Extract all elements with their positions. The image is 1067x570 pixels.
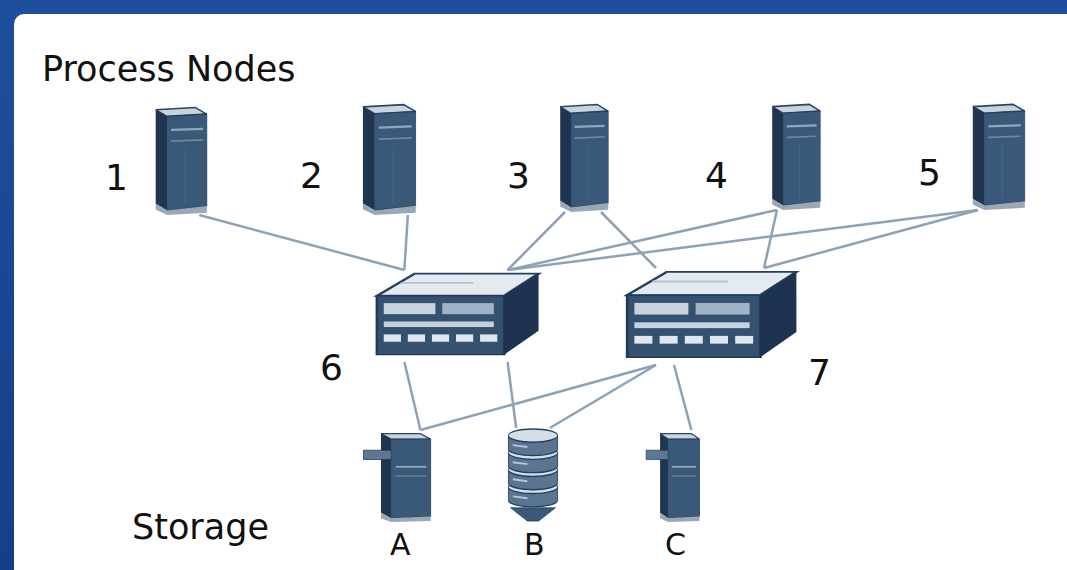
network-link [508,362,517,428]
callout-number: C [665,530,686,560]
server-icon [148,103,212,215]
server-icon [965,100,1030,210]
network-link [764,210,978,268]
storage-device: A [362,430,435,522]
server-icon [355,100,421,215]
process-node: 1 [148,103,212,215]
tower-icon [362,430,435,522]
section-heading: Storage [132,510,269,545]
callout-number: 7 [808,355,831,391]
process-node: 2 [355,100,421,215]
network-link [508,210,978,270]
callout-number: 5 [918,155,941,191]
callout-number: 6 [320,350,343,386]
network-switch: 6 [370,270,542,362]
network-link [404,215,407,270]
network-link [199,215,404,270]
callout-number: B [524,530,545,560]
process-node: 3 [553,100,613,212]
callout-number: 4 [705,158,728,194]
server-icon [765,100,825,210]
callout-number: 3 [507,158,530,194]
network-link [764,210,777,268]
disks-icon [505,428,561,523]
network-link [420,365,656,430]
callout-number: 2 [300,158,323,194]
network-link [404,362,420,430]
switch-icon [620,268,800,365]
network-switch: 7 [620,268,800,365]
network-link [508,212,565,270]
network-link [550,365,656,428]
process-node: 4 [765,100,825,210]
storage-device: B [505,428,561,523]
callout-number: 1 [105,160,128,196]
process-node: 5 [965,100,1030,210]
server-icon [553,100,613,212]
callout-number: A [390,530,411,560]
section-heading: Process Nodes [42,52,295,87]
network-link [674,365,691,430]
switch-icon [370,270,542,362]
tower-icon [645,430,703,522]
storage-device: C [645,430,703,522]
